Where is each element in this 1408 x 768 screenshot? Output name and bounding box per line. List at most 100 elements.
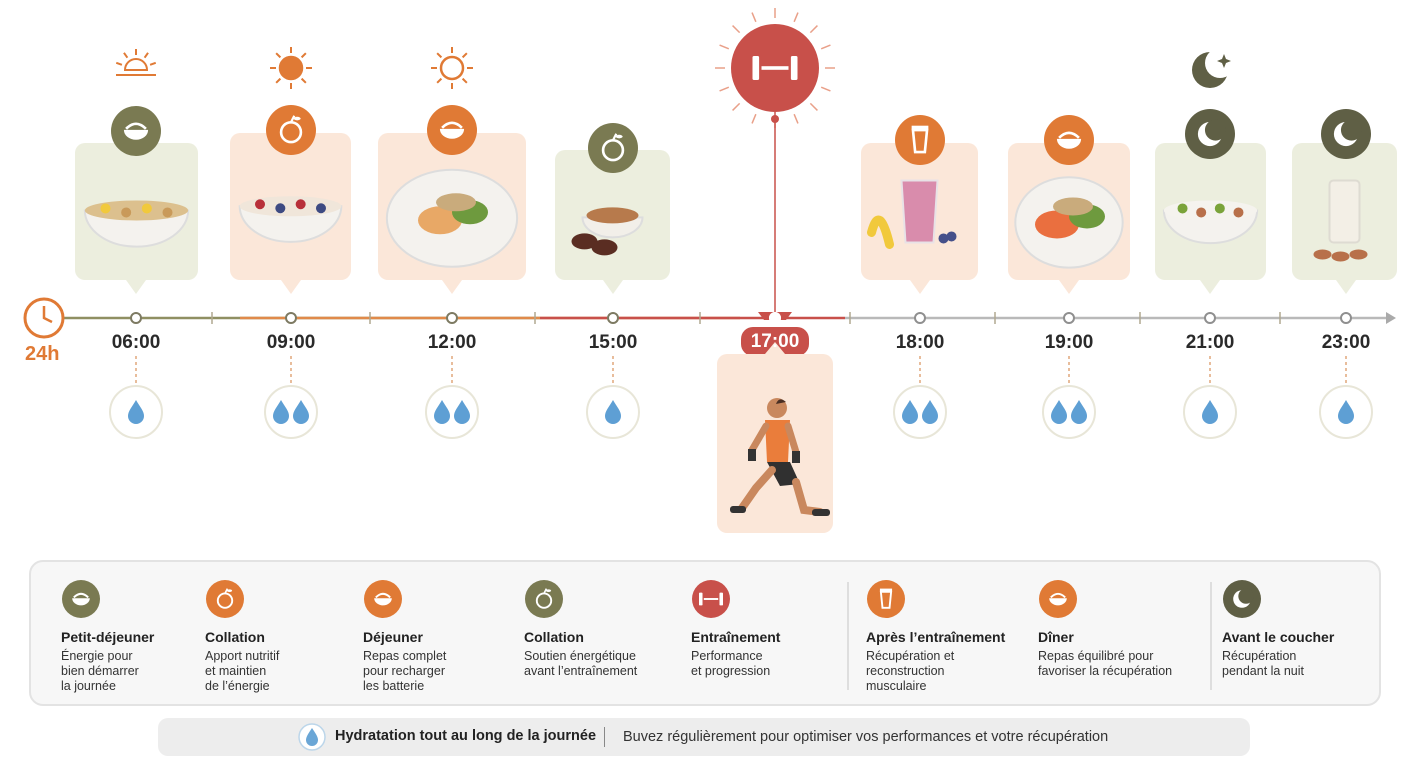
hydration-marker — [1319, 385, 1373, 439]
banana — [867, 215, 894, 249]
timeline-node — [1340, 312, 1352, 324]
meal-card — [861, 115, 978, 294]
food-illustration — [1313, 179, 1368, 262]
sun-ray — [275, 52, 282, 59]
clock-label: 24h — [25, 343, 60, 365]
topping — [295, 199, 306, 210]
water-drop-icon — [1202, 400, 1218, 424]
moon-cutout — [1205, 48, 1235, 78]
timeline-node — [607, 312, 619, 324]
star — [1217, 54, 1231, 68]
meal-card-pointer — [126, 280, 146, 294]
legend-title: Collation — [524, 629, 584, 645]
food-illustration — [1014, 176, 1124, 269]
sunrise-icon — [115, 49, 157, 76]
time-label-2300: 23:00 — [1321, 332, 1371, 353]
topping — [255, 199, 266, 210]
meal-card-pointer — [603, 280, 623, 294]
athlete-arm — [748, 422, 770, 454]
food-illustration — [571, 207, 644, 256]
apple-icon — [266, 105, 316, 155]
grains — [1053, 197, 1093, 216]
food-illustration — [238, 196, 343, 243]
shaker-icon — [895, 115, 945, 165]
hand-weight — [792, 451, 800, 463]
sun-disc — [439, 55, 465, 81]
almond — [1349, 249, 1368, 260]
athlete-arm — [784, 422, 800, 456]
water-drop-icon — [605, 400, 621, 424]
meal-card — [378, 105, 526, 294]
meal-card — [230, 105, 351, 294]
sun-disc — [278, 55, 304, 81]
time-label-1700: 17:00 — [750, 331, 800, 352]
hydration-circle — [264, 385, 318, 439]
sun-ray — [143, 52, 149, 59]
hydration-marker — [1042, 385, 1096, 439]
sun-ray — [115, 61, 123, 66]
time-label-0900: 09:00 — [266, 332, 316, 353]
timeline-arrowhead — [1386, 312, 1396, 324]
sun-ray — [461, 52, 468, 59]
bowl-food — [441, 121, 463, 129]
meal-card — [1008, 115, 1130, 294]
legend-description: Apport nutritif et maintien de l’énergie — [205, 649, 280, 693]
bowl-content — [239, 196, 342, 217]
legend-title: Petit-déjeuner — [61, 629, 155, 645]
legend-title: Après l’entraînement — [866, 629, 1006, 645]
bowl-shape — [1049, 598, 1067, 606]
dumbbell-bar — [703, 598, 719, 600]
glow-ray — [793, 113, 799, 124]
hydration-circle — [1042, 385, 1096, 439]
protein — [418, 206, 462, 235]
timeline-graphic — [23, 8, 1397, 533]
apple-stem — [290, 115, 296, 123]
dumbbell-icon — [715, 8, 835, 128]
time-label-1500: 15:00 — [588, 332, 638, 353]
grains — [436, 193, 476, 212]
topping — [1177, 203, 1188, 214]
legend-title: Dîner — [1038, 629, 1074, 645]
shaker-cup — [911, 128, 929, 154]
apple-stem — [612, 133, 618, 141]
topping — [1233, 207, 1244, 218]
time-label-1900: 19:00 — [1044, 332, 1094, 353]
sun-ray — [300, 77, 307, 84]
food-illustration — [385, 168, 519, 268]
hydration-marker — [425, 385, 479, 439]
dumbbell-plate-right — [719, 592, 723, 606]
glow-ray — [820, 86, 831, 92]
legend-description: Performance et progression — [691, 649, 771, 678]
sun-ray — [275, 77, 282, 84]
bowl-icon — [427, 105, 477, 155]
legend-title: Collation — [205, 629, 265, 645]
time-label-1800: 18:00 — [895, 332, 945, 353]
trainer-card-pointer — [765, 342, 785, 354]
moon-cutout — [1204, 119, 1227, 141]
water-drop-icon — [1071, 400, 1087, 424]
dumbbell-plate-left — [699, 592, 703, 606]
athlete-leg — [738, 466, 776, 512]
blueberry — [946, 231, 957, 242]
legend-description: Récupération pendant la nuit — [1222, 649, 1305, 678]
shaker-lid — [879, 588, 893, 592]
almond — [1331, 251, 1350, 262]
bowl-food — [1058, 131, 1080, 139]
bowl-content — [84, 200, 189, 221]
meal-card-pointer — [1200, 280, 1220, 294]
topping — [1214, 203, 1225, 214]
almonds — [586, 207, 639, 224]
apple-leaf — [226, 589, 233, 592]
apple-stem — [224, 588, 229, 594]
time-label-2100: 21:00 — [1185, 332, 1235, 353]
bowl-icon — [1039, 580, 1077, 618]
glow-ray — [793, 12, 799, 23]
apple-leaf — [545, 589, 552, 592]
hydration-text: Buvez régulièrement pour optimiser vos p… — [623, 729, 1109, 745]
apple-icon — [525, 580, 563, 618]
hydration-marker — [1183, 385, 1237, 439]
nut-bowl — [581, 216, 644, 239]
water-drop-icon — [128, 400, 144, 424]
legend-icon-badge — [525, 580, 563, 618]
water-drop-icon — [434, 400, 450, 424]
